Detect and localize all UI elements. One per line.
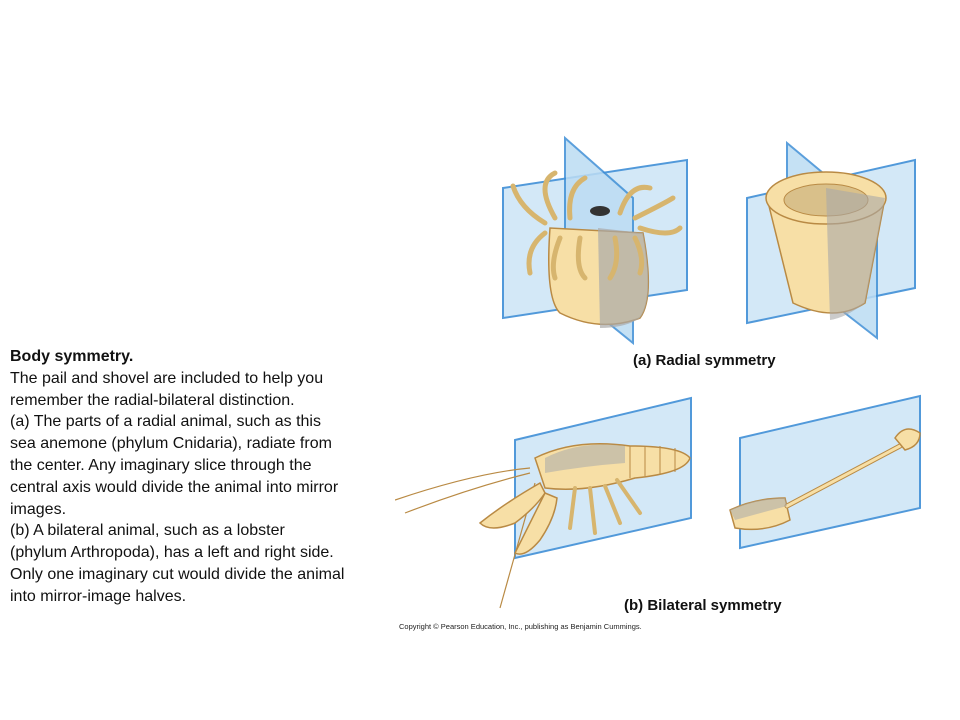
caption-line: (a) The parts of a radial animal, such a… (10, 413, 321, 431)
caption-line: The pail and shovel are included to help… (10, 369, 324, 387)
caption-line: Only one imaginary cut would divide the … (10, 565, 345, 583)
shovel-illustration (729, 394, 921, 550)
anemone-illustration (502, 135, 688, 346)
caption-line: central axis would divide the animal int… (10, 478, 339, 496)
copyright-notice: Copyright © Pearson Education, Inc., pub… (399, 622, 642, 631)
figure-illustration (395, 135, 921, 609)
caption-line: sea anemone (phylum Cnidaria), radiate f… (10, 435, 332, 453)
caption-line: into mirror-image halves. (10, 587, 187, 605)
caption-title: Body symmetry. (10, 348, 134, 365)
caption-line: remember the radial-bilateral distinctio… (10, 391, 295, 409)
caption-line: (b) A bilateral animal, such as a lobste… (10, 522, 285, 540)
label-bilateral-symmetry: (b) Bilateral symmetry (624, 597, 782, 614)
lobster-illustration (395, 396, 692, 609)
label-radial-symmetry: (a) Radial symmetry (633, 352, 776, 369)
caption-line: images. (10, 500, 67, 518)
caption-line: (phylum Arthropoda), has a left and righ… (10, 544, 334, 562)
caption: Body symmetry. The pail and shovel are i… (10, 346, 395, 608)
pail-illustration (746, 140, 916, 341)
symmetry-figure: (a) Radial symmetry (b) Bilateral symmet… (395, 128, 955, 638)
caption-line: the center. Any imaginary slice through … (10, 456, 312, 474)
